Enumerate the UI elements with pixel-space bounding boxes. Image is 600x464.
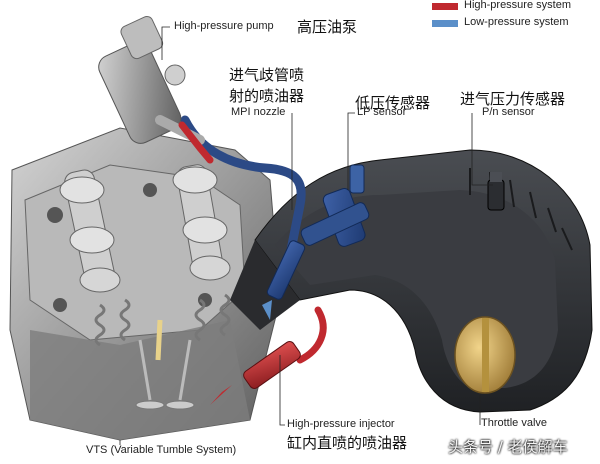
hp-pump-label-cn: 高压油泵 bbox=[297, 18, 358, 36]
legend-label-low-pressure: Low-pressure system bbox=[464, 16, 569, 28]
hp-pump-label-en: High-pressure pump bbox=[174, 20, 274, 32]
mpi-label-cn-line2: 射的喷油器 bbox=[229, 87, 305, 105]
high-pressure-fuel-line bbox=[178, 121, 327, 364]
vts-label: VTS (Variable Tumble System) bbox=[86, 444, 237, 456]
mpi-nozzle bbox=[262, 240, 306, 320]
camshaft-exhaust bbox=[172, 164, 231, 281]
legend-swatch-high-pressure bbox=[432, 3, 458, 10]
high-pressure-injector bbox=[210, 341, 301, 405]
lp-sensor-label-cn: 低压传感器 bbox=[355, 94, 431, 112]
pn-sensor-label-en: P/n sensor bbox=[482, 106, 535, 118]
leader-lines bbox=[119, 26, 493, 445]
valve-springs bbox=[94, 293, 231, 347]
lp-sensor-label-en: LP sensor bbox=[357, 106, 407, 118]
high-pressure-pump bbox=[98, 15, 205, 145]
throttle-valve bbox=[454, 316, 516, 394]
camshaft-intake bbox=[59, 169, 121, 293]
valves bbox=[135, 319, 195, 410]
legend-label-high-pressure: High-pressure system bbox=[464, 0, 571, 11]
hp-injector-label-en: High-pressure injector bbox=[287, 418, 395, 430]
pn-sensor bbox=[487, 172, 505, 211]
legend-swatch-low-pressure bbox=[432, 20, 458, 27]
pn-sensor-label-cn: 进气压力传感器 bbox=[460, 90, 566, 108]
hp-injector-label-cn: 缸内直喷的喷油器 bbox=[287, 434, 408, 452]
mpi-label-en: MPI nozzle bbox=[231, 106, 286, 118]
mpi-label-cn-line1: 进气歧管喷 bbox=[229, 66, 305, 84]
throttle-valve-label: Throttle valve bbox=[481, 417, 548, 429]
watermark: 头条号 / 老侯解车 bbox=[448, 438, 568, 456]
